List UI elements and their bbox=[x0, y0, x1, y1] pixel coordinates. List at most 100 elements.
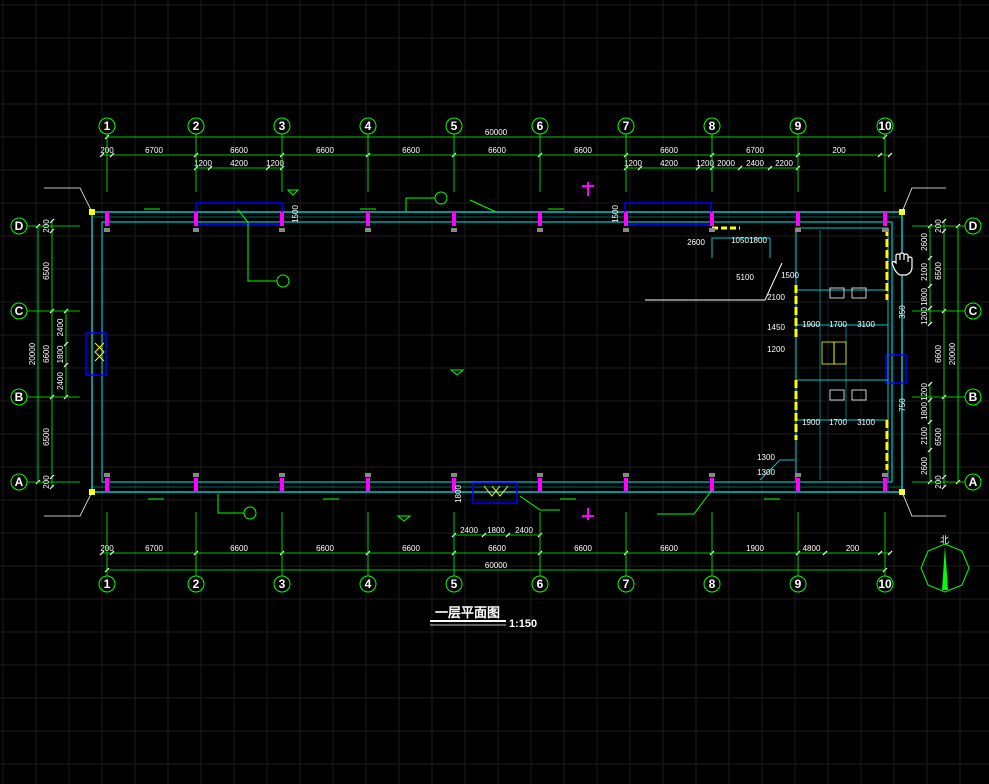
column-top bbox=[624, 212, 628, 226]
room-dimension: 1700 bbox=[829, 418, 847, 427]
top-opening-tick bbox=[207, 165, 213, 171]
column-marker bbox=[882, 228, 888, 232]
bottom-opening-text: 1800 bbox=[487, 526, 505, 535]
axis-label: 8 bbox=[709, 577, 716, 591]
right-detail-tick bbox=[927, 381, 933, 387]
misc-dimension: 1800 bbox=[454, 485, 463, 503]
column-bottom bbox=[105, 478, 109, 492]
column-marker bbox=[365, 473, 371, 477]
axis-label: 6 bbox=[537, 577, 544, 591]
top-opening-text: 1200 bbox=[266, 159, 284, 168]
room-dimension: 1700 bbox=[829, 320, 847, 329]
column-marker bbox=[709, 473, 715, 477]
axis-label: D bbox=[15, 219, 24, 233]
axis-label: 3 bbox=[279, 119, 286, 133]
column-bottom bbox=[194, 478, 198, 492]
door-swing-bottom bbox=[483, 485, 509, 497]
room-dimension: 1450 bbox=[767, 323, 785, 332]
top-span-text: 200 bbox=[832, 146, 846, 155]
column-bottom bbox=[883, 478, 887, 492]
bottom-span-tick bbox=[109, 550, 115, 556]
section-markers bbox=[582, 182, 594, 520]
top-opening-text: 2200 bbox=[775, 159, 793, 168]
room-dimension: 3100 bbox=[857, 320, 875, 329]
left-inner-tick bbox=[63, 362, 69, 368]
inner-wall bbox=[101, 221, 893, 483]
left-total-text: 20000 bbox=[28, 342, 37, 365]
top-span-text: 6600 bbox=[574, 146, 592, 155]
column-marker bbox=[104, 473, 110, 477]
bottom-span-tick bbox=[877, 550, 883, 556]
axis-label: 9 bbox=[795, 119, 802, 133]
axis-label: D bbox=[969, 219, 978, 233]
left-inner-text: 2400 bbox=[56, 372, 65, 390]
axis-label: B bbox=[15, 390, 24, 404]
top-total-text: 60000 bbox=[485, 128, 508, 137]
bottom-span-tick bbox=[822, 550, 828, 556]
axis-label: A bbox=[969, 475, 978, 489]
right-detail-tick bbox=[927, 283, 933, 289]
bottom-span-text: 1900 bbox=[746, 544, 764, 553]
north-label: 北 bbox=[940, 535, 949, 545]
bottom-span-text: 200 bbox=[846, 544, 860, 553]
column-marker bbox=[451, 473, 457, 477]
axis-label: 7 bbox=[623, 577, 630, 591]
door-bottom bbox=[472, 482, 518, 504]
top-span-text: 6600 bbox=[316, 146, 334, 155]
right-detail-tick bbox=[927, 305, 933, 311]
bottom-opening-tick bbox=[481, 532, 487, 538]
room-dimension: 1800 bbox=[749, 236, 767, 245]
top-span-text: 6600 bbox=[402, 146, 420, 155]
column-marker bbox=[193, 228, 199, 232]
top-opening-text: 4200 bbox=[660, 159, 678, 168]
floor-plan[interactable] bbox=[85, 182, 907, 522]
axis-label: 10 bbox=[878, 119, 892, 133]
top-opening-tick bbox=[767, 165, 773, 171]
right-detail-tick bbox=[927, 255, 933, 261]
top-opening-tick bbox=[637, 165, 643, 171]
left-inner-text: 1800 bbox=[56, 345, 65, 363]
left-span-tick bbox=[49, 474, 55, 480]
drawing-title-block: 一层平面图 1:150 bbox=[430, 605, 537, 630]
axis-label: 3 bbox=[279, 577, 286, 591]
right-total-text: 20000 bbox=[948, 342, 957, 365]
right-detail-text: 1800 bbox=[920, 402, 929, 420]
axis-label: 9 bbox=[795, 577, 802, 591]
bottom-span-text: 6600 bbox=[230, 544, 248, 553]
misc-dimension: 350 bbox=[898, 305, 907, 319]
column-bottom bbox=[366, 478, 370, 492]
room-dimension: 1900 bbox=[802, 320, 820, 329]
axis-label: 10 bbox=[878, 577, 892, 591]
column-marker bbox=[279, 473, 285, 477]
column-top bbox=[105, 212, 109, 226]
window-left bbox=[85, 332, 107, 376]
room-dimension: 5100 bbox=[736, 273, 754, 282]
top-span-text: 6700 bbox=[746, 146, 764, 155]
column-marker bbox=[279, 228, 285, 232]
column-bottom bbox=[624, 478, 628, 492]
top-span-text: 6700 bbox=[145, 146, 163, 155]
break-line bbox=[901, 491, 946, 517]
room-dimension: 3100 bbox=[857, 418, 875, 427]
column-bottom bbox=[280, 478, 284, 492]
column-marker bbox=[795, 473, 801, 477]
right-detail-text: 2100 bbox=[920, 427, 929, 445]
right-span-text: 6500 bbox=[934, 262, 943, 280]
room-dimension: 1300 bbox=[757, 468, 775, 477]
bottom-span-tick bbox=[887, 550, 893, 556]
highlighted-walls bbox=[712, 226, 889, 470]
left-inner-text: 2400 bbox=[56, 318, 65, 336]
bottom-span-tick bbox=[99, 550, 105, 556]
top-opening-text: 1200 bbox=[194, 159, 212, 168]
window-right bbox=[885, 354, 907, 384]
column-marker bbox=[451, 228, 457, 232]
column-top bbox=[366, 212, 370, 226]
door-swing-left bbox=[94, 342, 105, 362]
misc-dimension: 750 bbox=[898, 398, 907, 412]
right-detail-text: 2600 bbox=[920, 457, 929, 475]
bottom-span-text: 6700 bbox=[145, 544, 163, 553]
column-marker bbox=[795, 228, 801, 232]
